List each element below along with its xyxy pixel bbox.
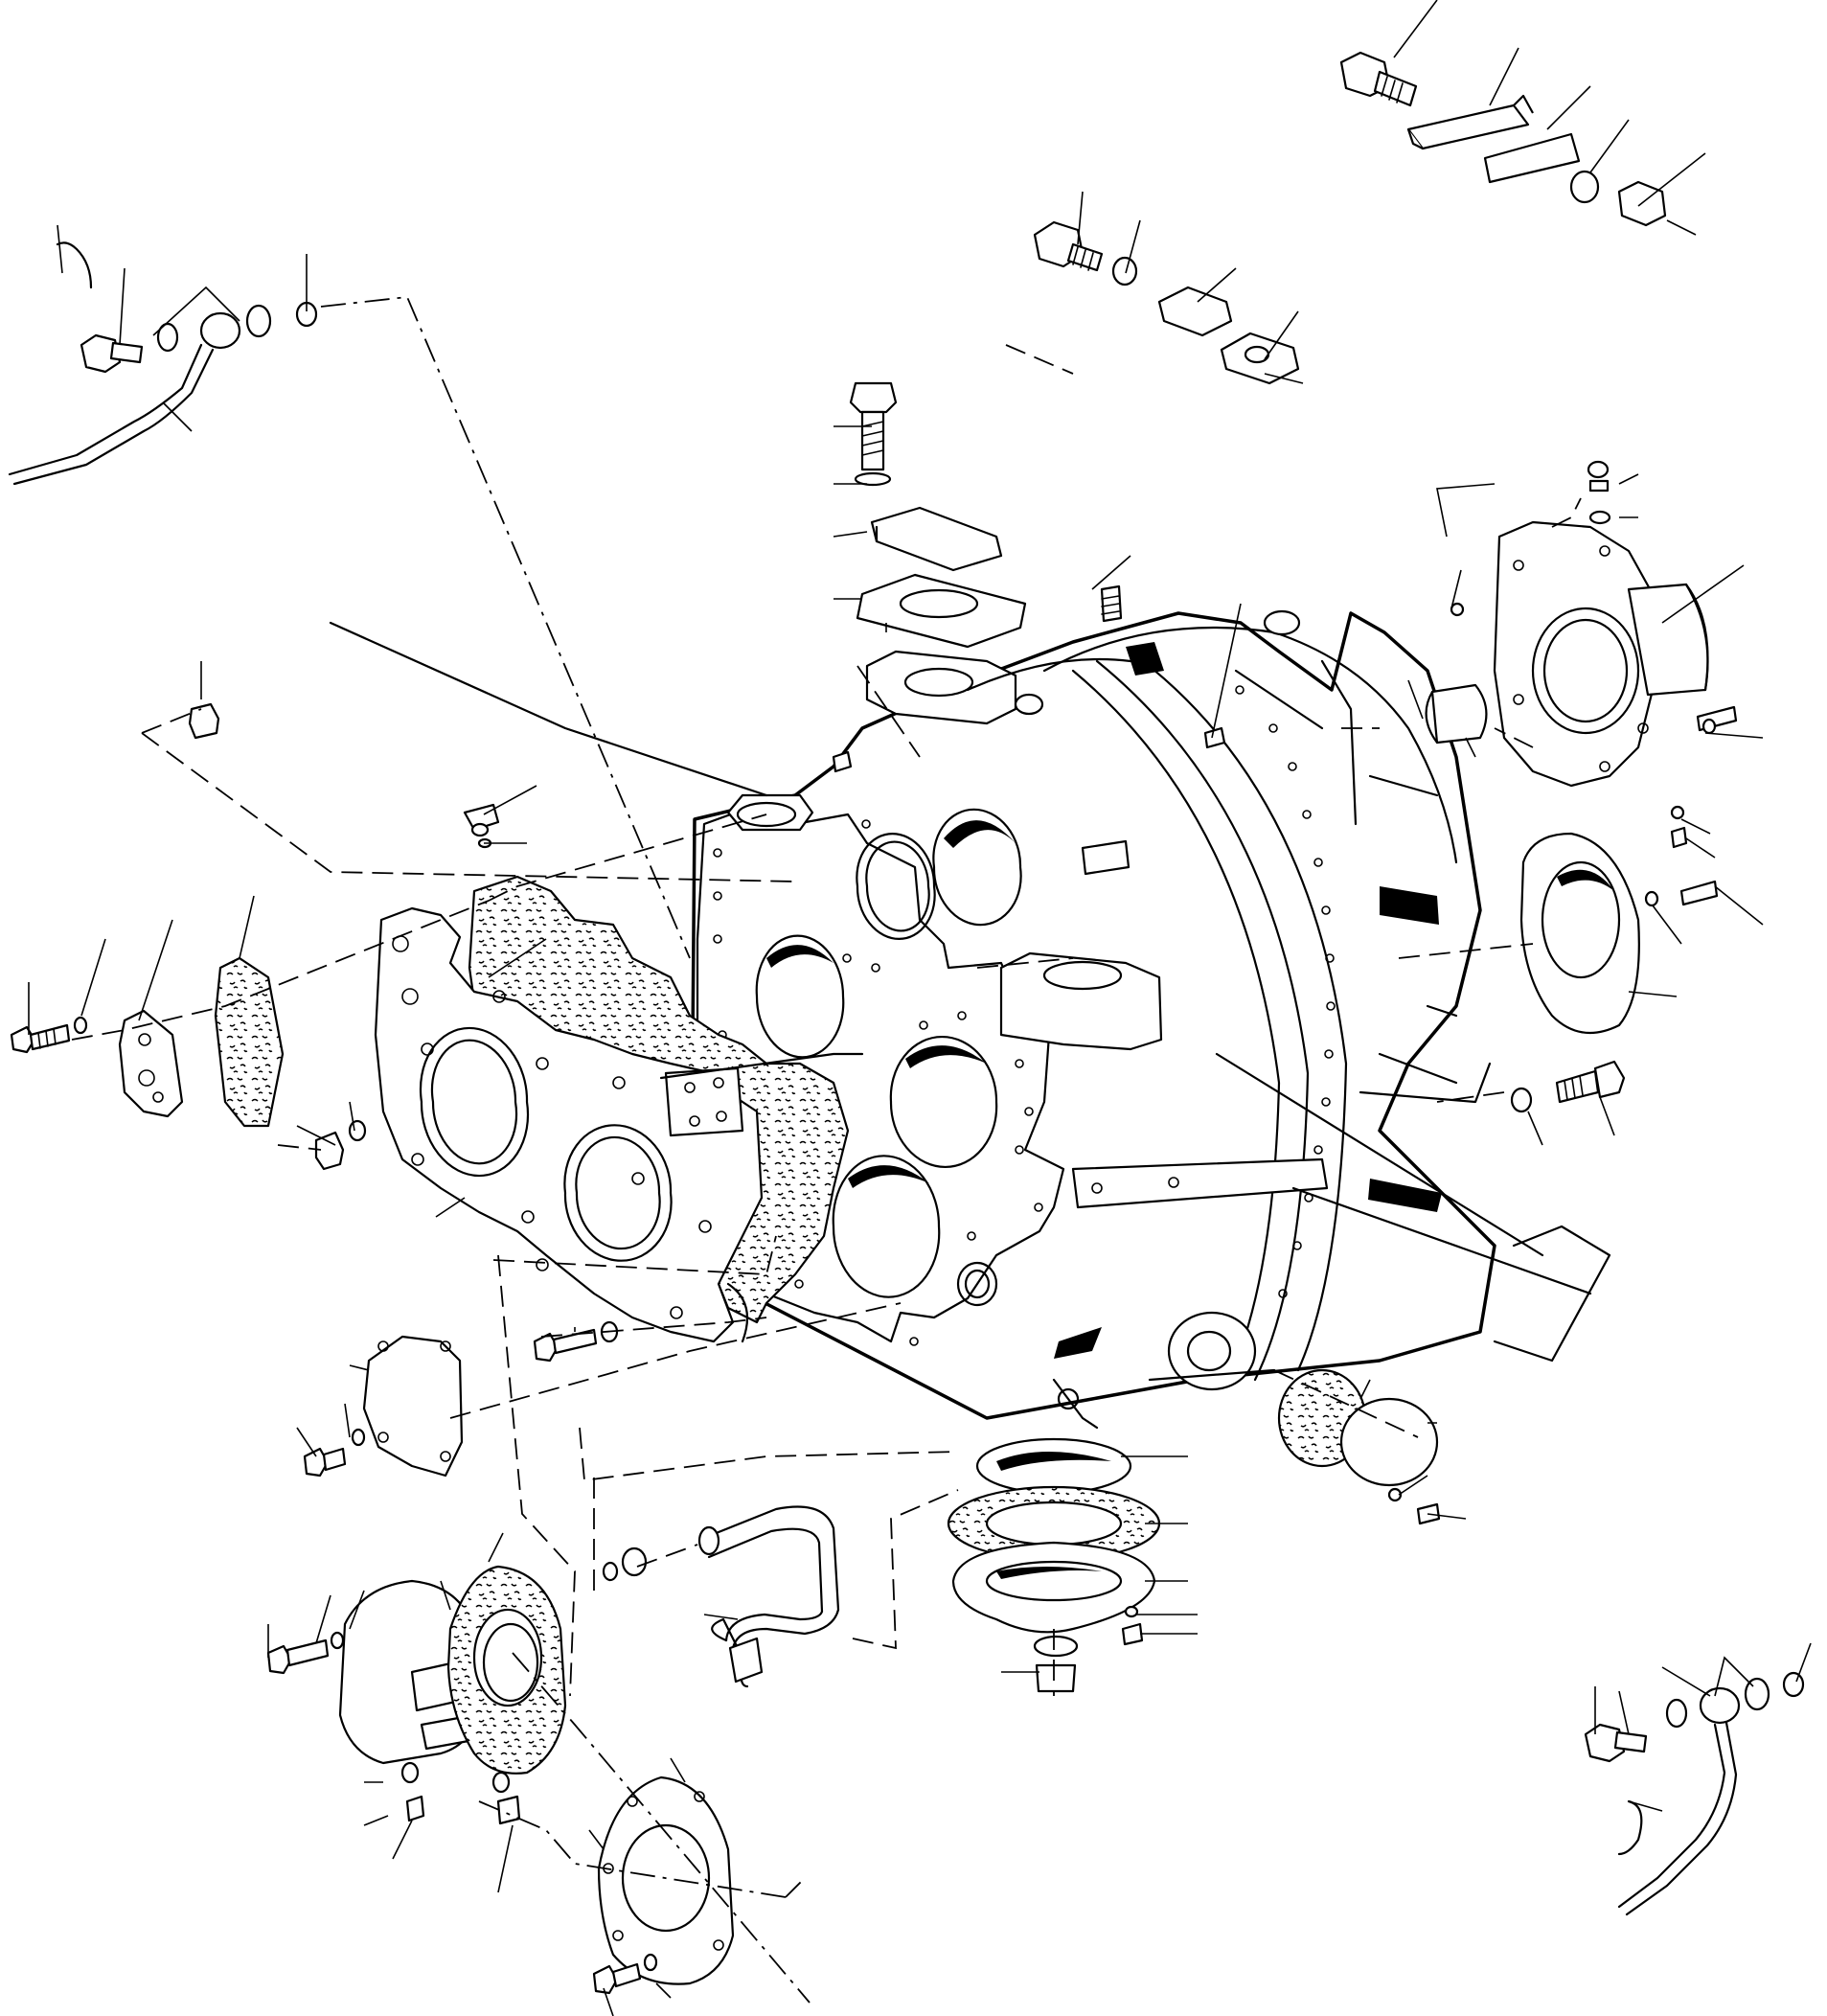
top-inspection-cover <box>872 508 1001 570</box>
small-gasket-left <box>216 958 283 1126</box>
gear-cover-bolt <box>535 1322 617 1361</box>
rear-bearing-cover <box>1495 522 1708 786</box>
drain-plug-assembly <box>1035 1607 1142 1691</box>
bushing-sleeve <box>1427 685 1487 743</box>
small-cover-plate-left <box>120 1011 182 1116</box>
bottom-cover-screw <box>594 1955 656 1993</box>
lower-left-cover-screw <box>305 1430 364 1476</box>
front-gear-cover-plate <box>376 908 762 1341</box>
breather-plug <box>465 805 498 847</box>
oil-pump-gasket <box>448 1567 565 1774</box>
bottom-strainer-housing <box>953 1543 1154 1632</box>
rear-lower-port-flange <box>1169 1313 1255 1389</box>
plug-cap <box>190 704 218 738</box>
top-cover-gasket <box>857 575 1025 647</box>
rear-lower-screws <box>1389 1489 1439 1523</box>
rear-cover-screws <box>1451 462 1736 905</box>
top-cover-bolt <box>851 383 896 485</box>
callout-leaders <box>29 0 1811 2016</box>
upper-bolt-and-flange <box>1035 222 1298 383</box>
main-transmission-housing <box>692 611 1495 1428</box>
oil-pump-bolts <box>268 1633 519 1823</box>
assembly-lines <box>72 297 1610 2003</box>
bell-flange-bolt-holes <box>1236 686 1335 1297</box>
left-cap-screw <box>11 1018 86 1052</box>
front-face-bolt-holes <box>714 820 1042 1345</box>
front-face-openings <box>757 810 1021 1305</box>
lower-right-banjo-fitting <box>1586 1673 1803 1914</box>
rear-right-bolt <box>1512 1062 1624 1111</box>
bottom-sump-cover <box>977 1439 1130 1493</box>
small-plug-left <box>316 1121 365 1169</box>
bottom-round-cover <box>599 1777 733 1984</box>
rear-lower-cover <box>1341 1399 1437 1485</box>
top-right-lock-hardware <box>1341 53 1665 225</box>
upper-left-banjo-fitting <box>10 242 316 484</box>
bell-stud <box>1102 586 1121 621</box>
rear-seal-cover <box>1521 834 1639 1033</box>
lower-left-round-cover <box>364 1337 462 1476</box>
suction-tube <box>604 1507 838 1687</box>
